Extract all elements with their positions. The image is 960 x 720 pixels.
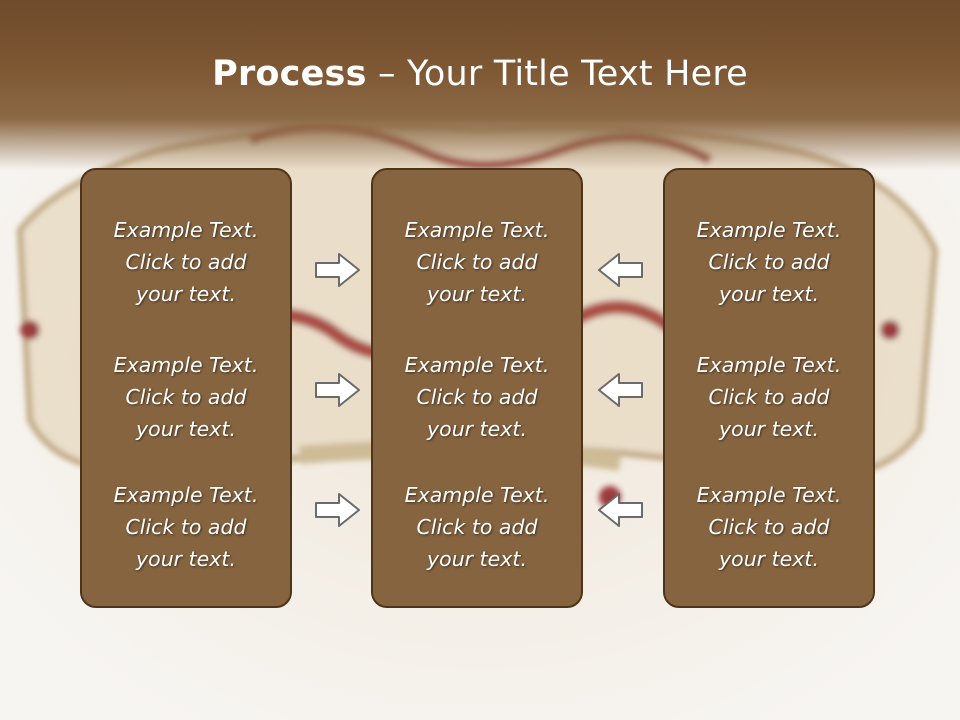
text-line: your text. — [427, 282, 527, 306]
text-line: Click to add — [708, 250, 830, 274]
text-line: your text. — [719, 417, 819, 441]
text-line: Click to add — [416, 385, 538, 409]
process-panel-left[interactable]: Example Text. Click to add your text. Ex… — [80, 168, 292, 608]
text-line: your text. — [719, 282, 819, 306]
text-line: Example Text. — [696, 483, 842, 507]
arrow-right-icon — [315, 493, 360, 527]
text-line: Click to add — [125, 250, 247, 274]
text-line: Click to add — [708, 385, 830, 409]
text-block[interactable]: Example Text. Click to add your text. — [373, 214, 581, 310]
text-line: your text. — [427, 547, 527, 571]
text-line: Click to add — [708, 515, 830, 539]
text-block[interactable]: Example Text. Click to add your text. — [82, 479, 290, 575]
text-line: your text. — [136, 282, 236, 306]
text-line: your text. — [427, 417, 527, 441]
header-band — [0, 0, 960, 170]
text-line: Example Text. — [404, 483, 550, 507]
text-line: Example Text. — [404, 353, 550, 377]
arrow-left-icon — [598, 373, 643, 407]
text-line: Example Text. — [113, 218, 259, 242]
text-line: Example Text. — [696, 218, 842, 242]
text-line: Example Text. — [696, 353, 842, 377]
text-line: Click to add — [416, 515, 538, 539]
arrow-left-icon — [598, 253, 643, 287]
arrow-right-icon — [315, 373, 360, 407]
text-line: Example Text. — [404, 218, 550, 242]
title-bold: Process — [212, 54, 367, 94]
text-block[interactable]: Example Text. Click to add your text. — [82, 349, 290, 445]
text-line: your text. — [136, 547, 236, 571]
text-line: Click to add — [416, 250, 538, 274]
text-line: Click to add — [125, 385, 247, 409]
arrow-right-icon — [315, 253, 360, 287]
process-panel-center[interactable]: Example Text. Click to add your text. Ex… — [371, 168, 583, 608]
process-panel-right[interactable]: Example Text. Click to add your text. Ex… — [663, 168, 875, 608]
text-line: Click to add — [125, 515, 247, 539]
text-block[interactable]: Example Text. Click to add your text. — [665, 214, 873, 310]
text-block[interactable]: Example Text. Click to add your text. — [665, 479, 873, 575]
text-block[interactable]: Example Text. Click to add your text. — [373, 349, 581, 445]
text-block[interactable]: Example Text. Click to add your text. — [665, 349, 873, 445]
text-line: your text. — [719, 547, 819, 571]
text-block[interactable]: Example Text. Click to add your text. — [373, 479, 581, 575]
arrow-left-icon — [598, 493, 643, 527]
slide-title[interactable]: Process – Your Title Text Here — [0, 52, 960, 96]
text-block[interactable]: Example Text. Click to add your text. — [82, 214, 290, 310]
text-line: Example Text. — [113, 483, 259, 507]
text-line: your text. — [136, 417, 236, 441]
text-line: Example Text. — [113, 353, 259, 377]
title-rest: – Your Title Text Here — [366, 54, 748, 94]
